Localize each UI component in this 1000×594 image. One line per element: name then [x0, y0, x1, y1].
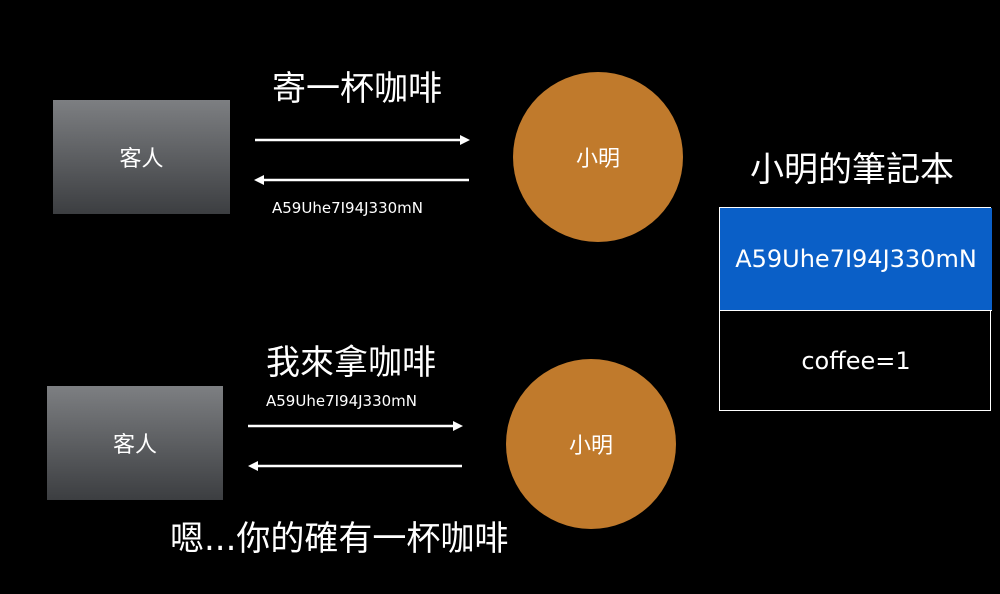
- customer-box-2: 客人: [47, 386, 223, 500]
- notebook-value-cell: coffee=1: [720, 310, 992, 410]
- request-label-1: 寄一杯咖啡: [272, 69, 442, 109]
- server-label-1: 小明: [575, 147, 620, 172]
- response-arrow-2: [248, 461, 462, 471]
- request-label-2: 我來拿咖啡: [266, 343, 436, 383]
- server-circle-2: 小明: [506, 359, 676, 529]
- request-arrow-1: [255, 135, 470, 145]
- notebook-key: A59Uhe7I94J330mN: [735, 245, 977, 273]
- request-token-label-2: A59Uhe7I94J330mN: [266, 392, 418, 410]
- notebook-key-cell: A59Uhe7I94J330mN: [720, 208, 992, 310]
- server-circle-1: 小明: [513, 72, 683, 242]
- response-arrow-1: [254, 175, 469, 185]
- notebook-value: coffee=1: [801, 346, 911, 375]
- request-arrow-2: [248, 421, 463, 431]
- server-label-2: 小明: [568, 434, 613, 459]
- customer-label-2: 客人: [112, 433, 157, 458]
- reply-label-2: 嗯...你的確有一杯咖啡: [170, 519, 509, 559]
- response-token-label-1: A59Uhe7I94J330mN: [272, 199, 424, 217]
- customer-box-1: 客人: [53, 100, 230, 214]
- notebook-title: 小明的筆記本: [750, 150, 954, 190]
- customer-label-1: 客人: [119, 147, 164, 172]
- notebook-table: A59Uhe7I94J330mN coffee=1: [719, 207, 992, 411]
